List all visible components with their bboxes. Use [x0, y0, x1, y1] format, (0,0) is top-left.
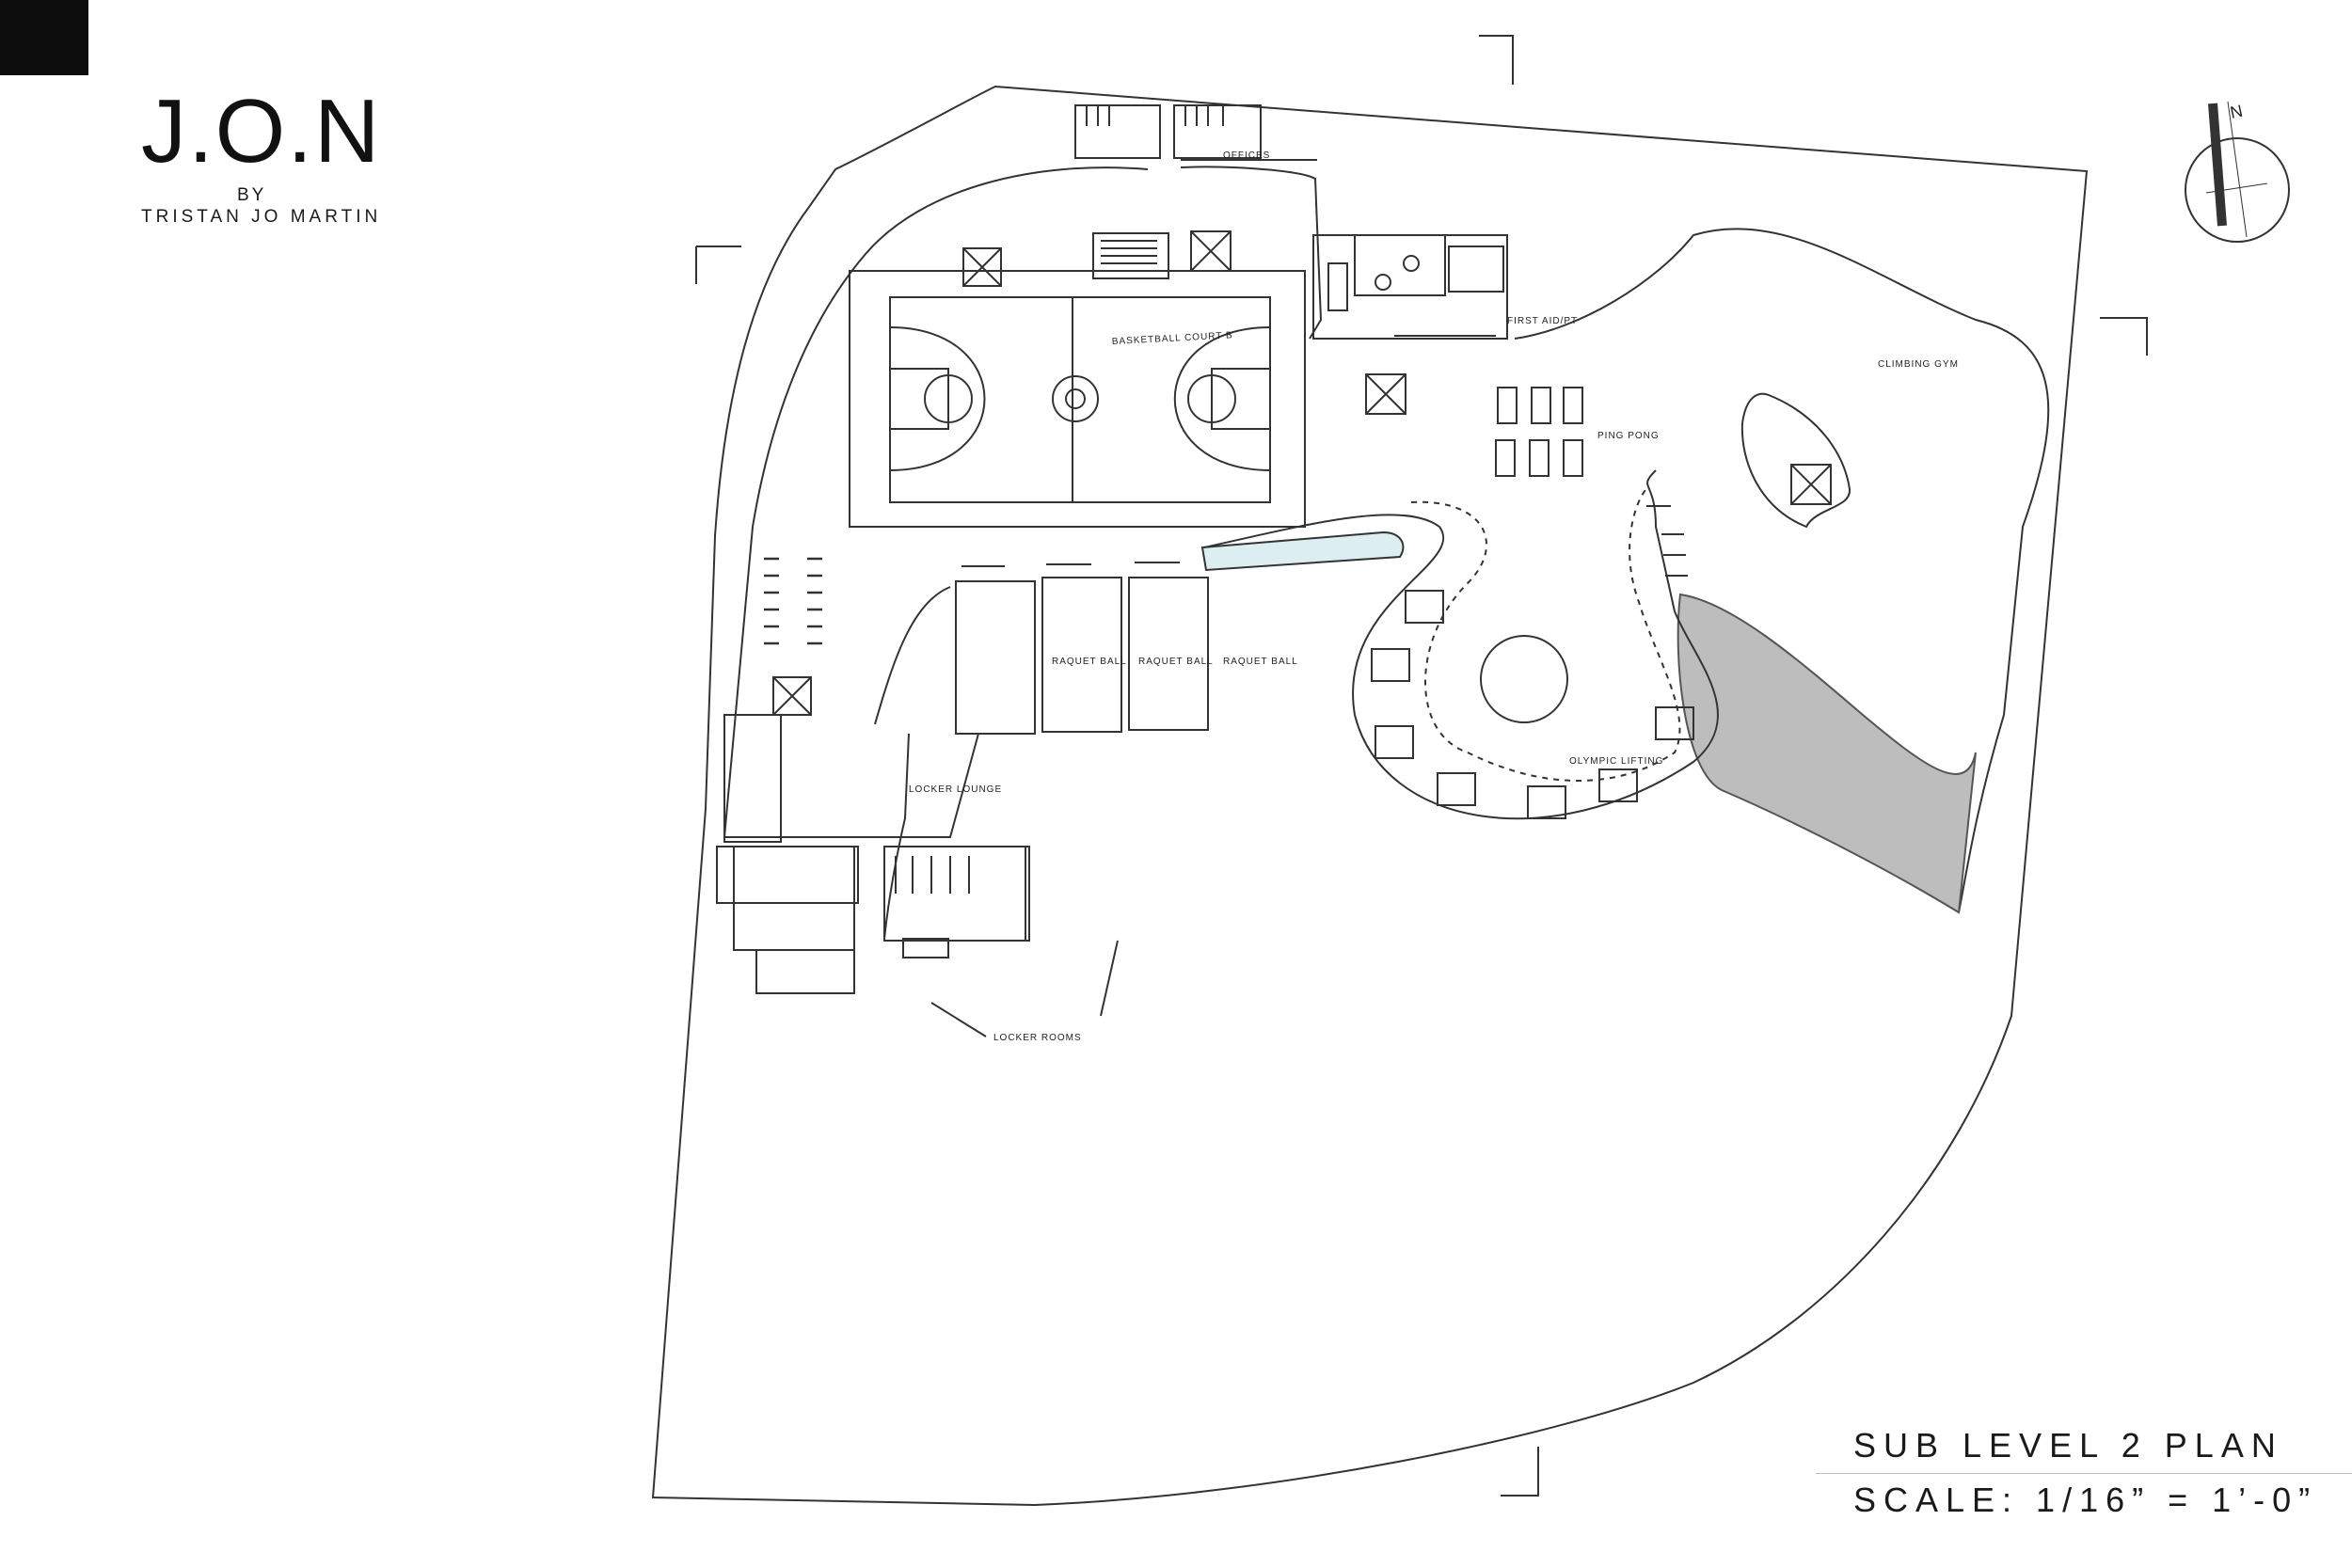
- sheet-title: SUB LEVEL 2 PLAN: [1853, 1426, 2283, 1465]
- north-arrow-icon: [2185, 101, 2290, 243]
- logo: J.O.N: [141, 81, 382, 182]
- weight-racks: [1646, 505, 1688, 577]
- label-olympic: OLYMPIC LIFTING: [1569, 756, 1663, 767]
- logo-author: TRISTAN JO MARTIN: [141, 207, 382, 227]
- ping-pong-tables: [1495, 387, 1583, 477]
- sheet-scale: SCALE: 1/16” = 1’-0”: [1853, 1481, 2318, 1519]
- basketball-court: [849, 230, 1306, 528]
- title-divider: [1816, 1473, 2352, 1474]
- olympic-track: [1203, 469, 1719, 820]
- olympic-track-dash: [1410, 488, 1681, 782]
- inner-walk: [723, 166, 1149, 838]
- label-climbing: CLIMBING GYM: [1878, 359, 1959, 370]
- offices-block: [1074, 104, 1317, 161]
- brand-block: [0, 0, 88, 75]
- climbing-gym: [1514, 228, 2050, 913]
- first-aid-block: [1312, 234, 1508, 340]
- label-locker-rooms: LOCKER ROOMS: [993, 1033, 1082, 1043]
- label-offices: OFFICES: [1223, 150, 1270, 161]
- label-raquet-3: RAQUET BALL: [1223, 657, 1298, 667]
- label-ping-pong: PING PONG: [1597, 431, 1660, 441]
- locker-rooms: [716, 676, 1030, 994]
- crop-marks: [695, 35, 2148, 1497]
- lifting-ring: [1480, 635, 1568, 723]
- label-basketball: BASKETBALL COURT B: [1112, 330, 1233, 347]
- bench-glyphs: [764, 557, 822, 645]
- site-boundary: [651, 85, 2089, 1507]
- stair-core: [1365, 373, 1406, 415]
- label-locker-lounge: LOCKER LOUNGE: [909, 784, 1002, 795]
- label-raquet-2: RAQUET BALL: [1138, 657, 1214, 667]
- planting-strip: [1677, 593, 1977, 914]
- climbing-pod: [1740, 392, 1851, 529]
- logo-by: BY: [237, 185, 267, 205]
- upper-corridor: [1180, 166, 1323, 340]
- lifting-platforms: [1371, 590, 1694, 819]
- north-label: N: [2229, 101, 2246, 121]
- label-first-aid: FIRST AID/PT: [1507, 316, 1578, 326]
- label-raquet-1: RAQUET BALL: [1052, 657, 1127, 667]
- raquet-ball-courts: [955, 577, 1209, 735]
- lap-pool: [1200, 531, 1405, 572]
